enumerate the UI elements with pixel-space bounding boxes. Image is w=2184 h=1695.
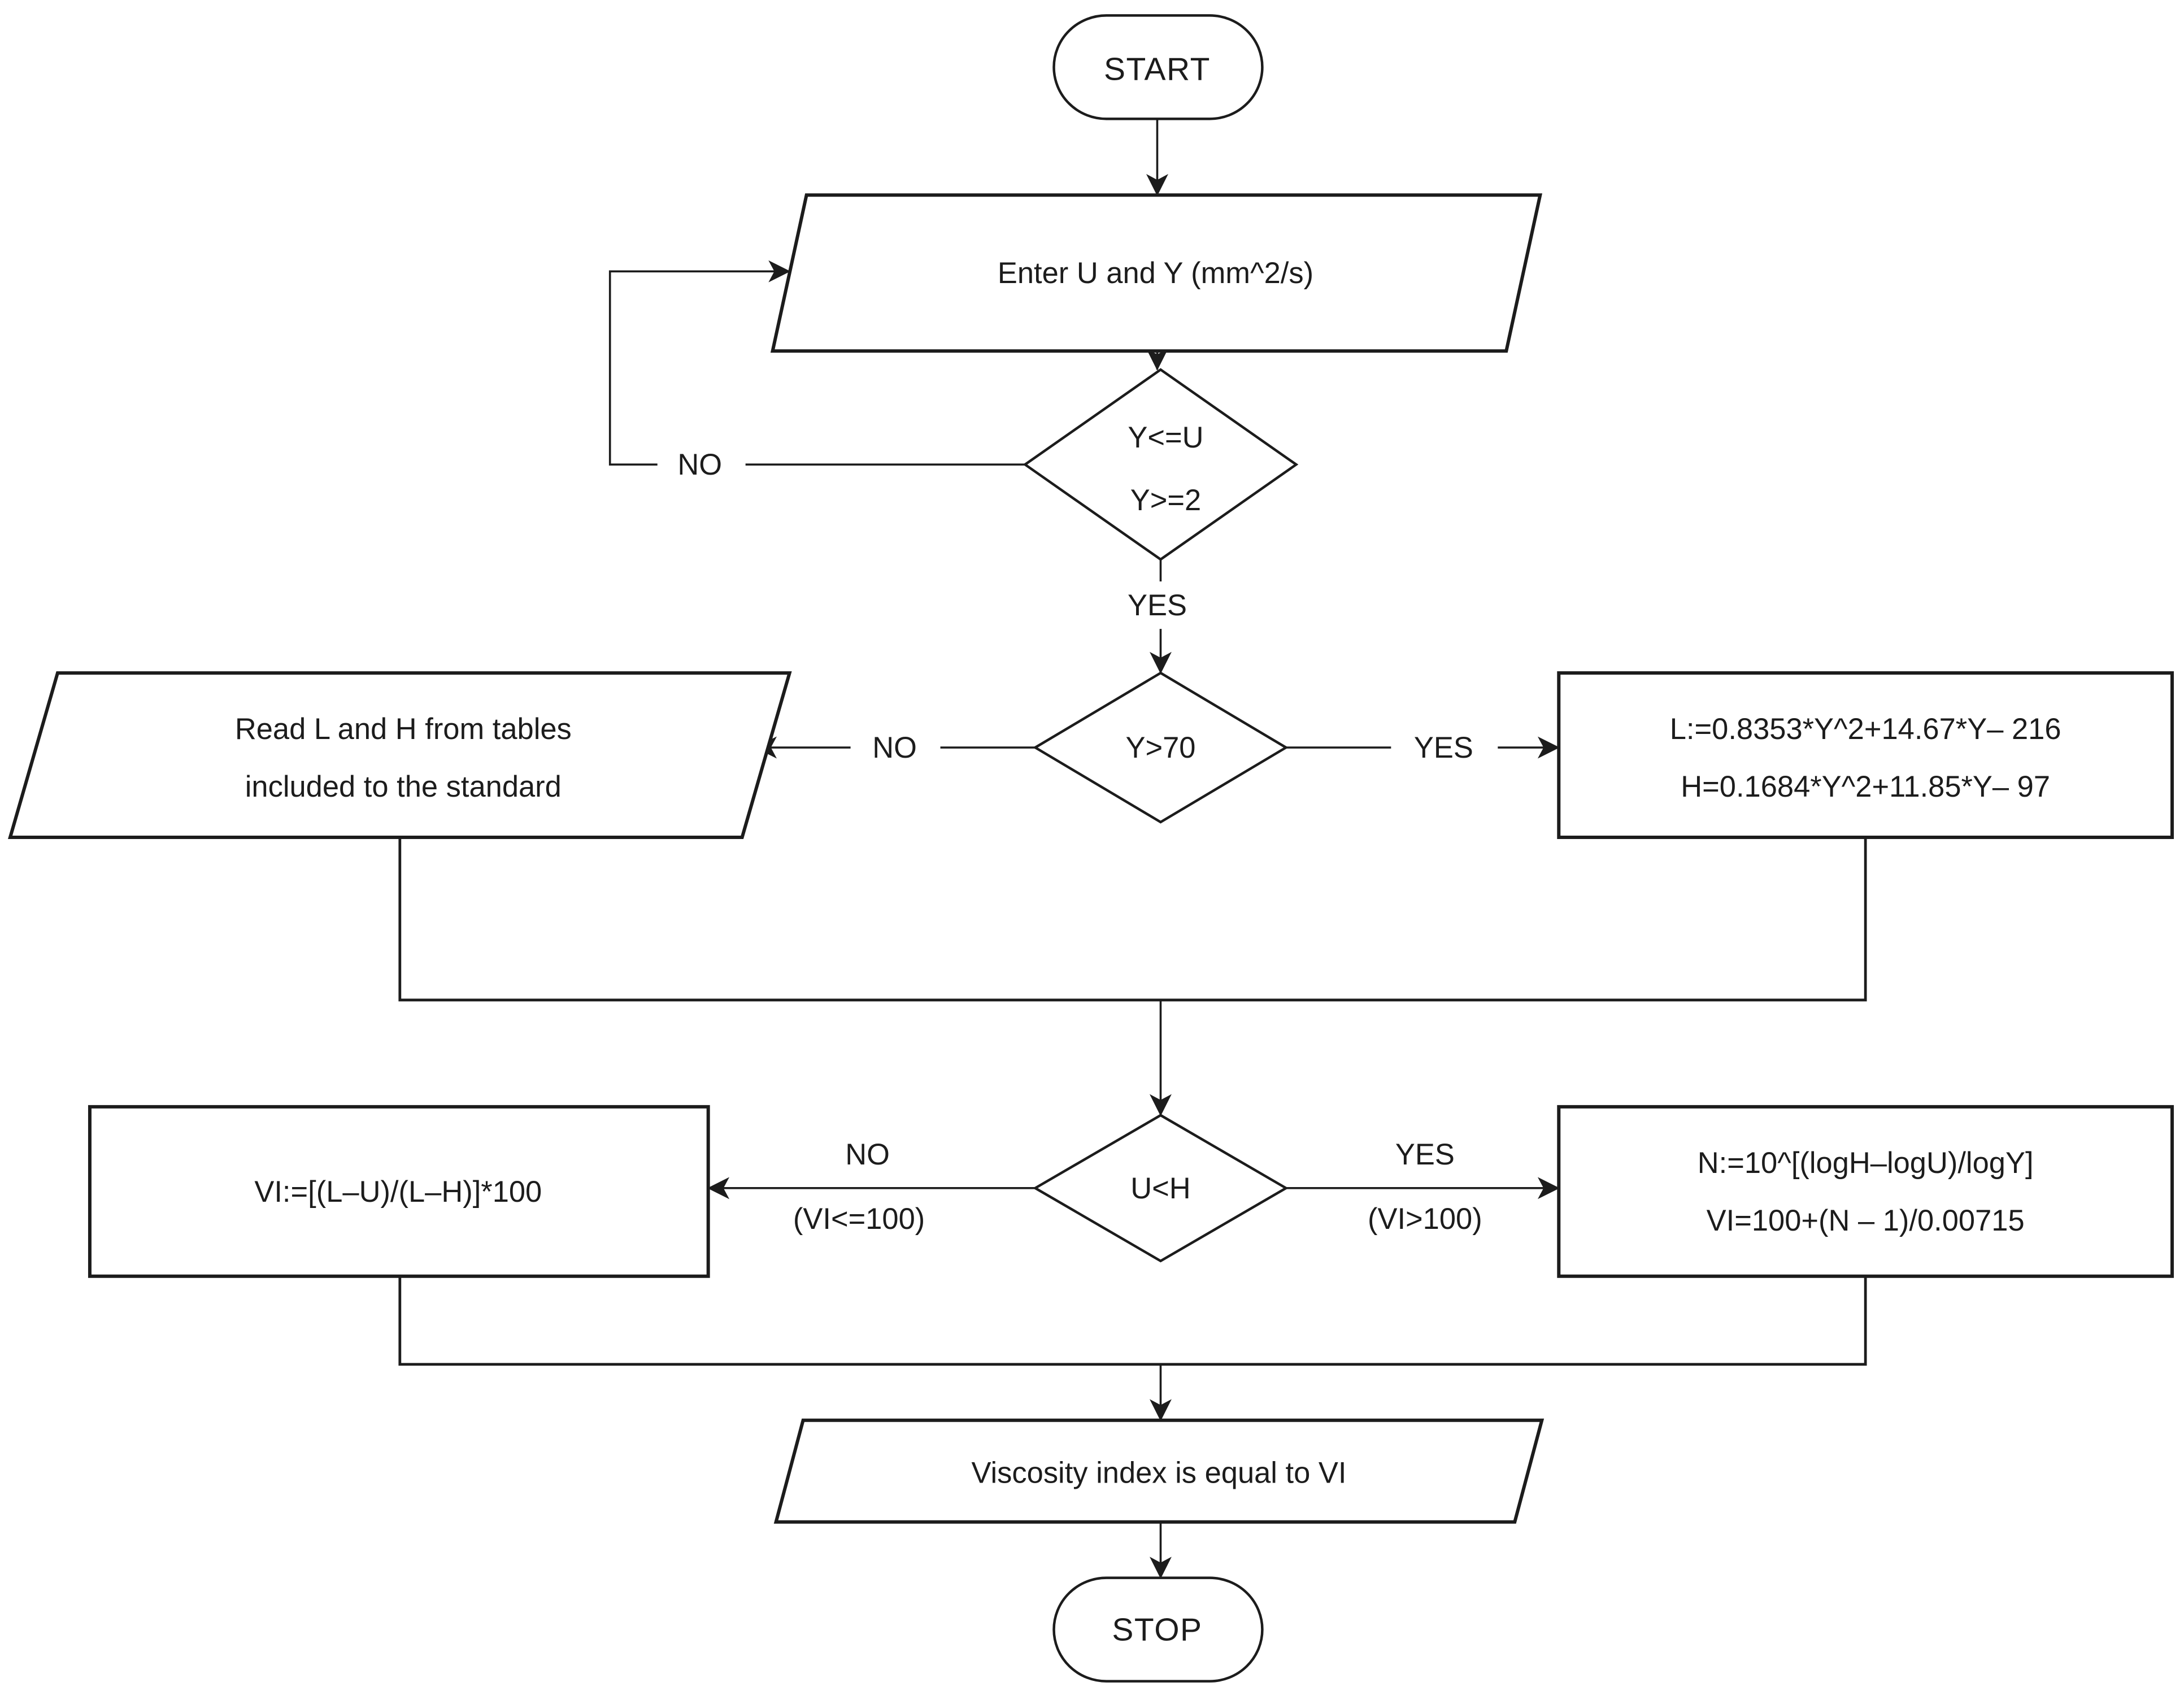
range-yes-label-group: YES (1104, 581, 1213, 629)
y70-yes-label: YES (1414, 731, 1473, 764)
input-node: Enter U and Y (mm^2/s) (770, 193, 1543, 353)
output-node: Viscosity index is equal to VI (773, 1418, 1545, 1524)
start-terminator-shape (1052, 14, 1264, 120)
start-label: START (1104, 51, 1211, 87)
merge-line-after-vi (398, 1276, 1867, 1366)
y70-check-diamond-shape (1033, 671, 1289, 824)
range-no-label-bg (657, 441, 746, 489)
uh-yes-label-group: YES (VI>100) (1368, 1138, 1482, 1236)
range-check-line2: Y>=2 (1130, 484, 1201, 517)
input-parallelogram-shape (770, 193, 1543, 353)
compute-lh-line1: L:=0.8353*Y^2+14.67*Y– 216 (1670, 712, 2061, 746)
edge-range-no-loop (608, 260, 1025, 466)
y70-no-label-bg (850, 724, 941, 772)
uh-check-decision: U<H (1033, 1114, 1289, 1263)
vi-high-rect-shape (1557, 1105, 2174, 1278)
y70-check-decision: Y>70 (1033, 671, 1289, 824)
y70-check-label: Y>70 (1125, 731, 1195, 764)
compute-lh-rect-shape (1557, 671, 2174, 840)
vi-high-node: N:=10^[(logH–logU)/logY] VI=100+(N – 1)/… (1557, 1105, 2174, 1278)
uh-check-label: U<H (1130, 1172, 1190, 1205)
y70-yes-label-group: YES (1391, 724, 1498, 772)
read-tables-line1: Read L and H from tables (235, 712, 572, 746)
vi-high-line1: N:=10^[(logH–logU)/logY] (1698, 1146, 2034, 1180)
stop-label: STOP (1112, 1612, 1202, 1648)
range-no-label-group: NO (657, 441, 746, 489)
read-tables-line2: included to the standard (245, 770, 562, 803)
y70-no-label-group: NO (850, 724, 941, 772)
uh-yes-condition-label: (VI>100) (1368, 1202, 1482, 1236)
vi-low-rect-shape (88, 1105, 710, 1278)
uh-no-condition-label: (VI<=100) (793, 1202, 925, 1236)
range-yes-label: YES (1128, 589, 1187, 622)
compute-lh-line2: H=0.1684*Y^2+11.85*Y– 97 (1681, 770, 2050, 803)
range-yes-label-bg (1104, 581, 1213, 629)
range-check-diamond-shape (1023, 368, 1299, 561)
uh-no-label: NO (845, 1138, 890, 1171)
read-tables-parallelogram-shape (8, 671, 792, 840)
vi-low-node: VI:=[(L–U)/(L–H)]*100 (88, 1105, 710, 1278)
uh-check-diamond-shape (1033, 1114, 1289, 1263)
y70-no-label: NO (872, 731, 917, 764)
stop-terminator-shape (1052, 1576, 1264, 1683)
compute-lh-node: L:=0.8353*Y^2+14.67*Y– 216 H=0.1684*Y^2+… (1557, 671, 2174, 840)
vi-low-label: VI:=[(L–U)/(L–H)]*100 (254, 1175, 542, 1209)
uh-yes-label: YES (1395, 1138, 1455, 1171)
start-node: START (1052, 14, 1264, 120)
input-label: Enter U and Y (mm^2/s) (998, 257, 1313, 290)
read-tables-node: Read L and H from tables included to the… (8, 671, 792, 840)
output-parallelogram-shape (773, 1418, 1545, 1524)
stop-node: STOP (1052, 1576, 1264, 1683)
vi-high-line2: VI=100+(N – 1)/0.00715 (1707, 1204, 2025, 1237)
merge-line-after-lh (398, 837, 1867, 1002)
uh-no-label-group: NO (VI<=100) (793, 1138, 925, 1236)
output-label: Viscosity index is equal to VI (971, 1457, 1346, 1490)
range-no-label: NO (677, 448, 722, 481)
range-check-line1: Y<=U (1128, 421, 1203, 454)
range-check-decision: Y<=U Y>=2 (1023, 368, 1299, 561)
y70-yes-label-bg (1391, 724, 1498, 772)
